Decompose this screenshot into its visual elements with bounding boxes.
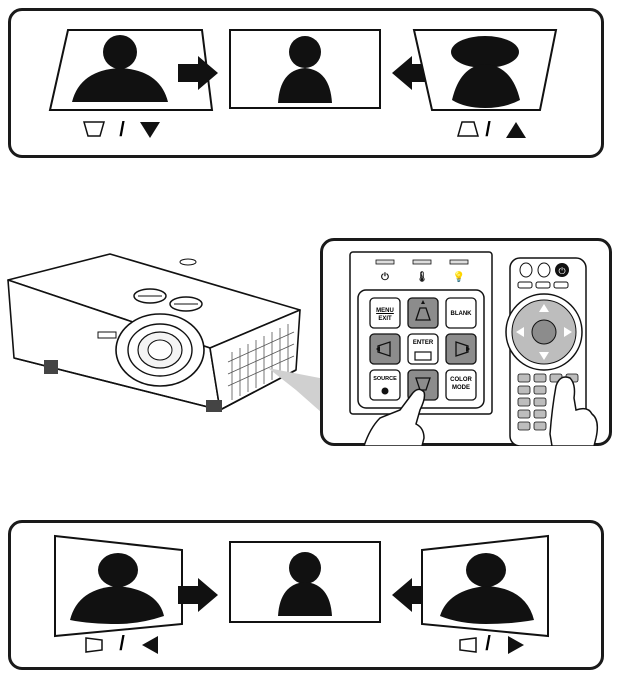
- hand-keypad: [363, 388, 426, 446]
- power-icon: ⏻: [381, 271, 389, 283]
- blank-button[interactable]: [445, 297, 477, 329]
- source-button[interactable]: [369, 369, 401, 401]
- person-silhouette-wide-right: [440, 553, 534, 624]
- keystone-horizontal-illustration: [54, 534, 549, 654]
- remote-power-icon: [555, 263, 569, 277]
- projector-lens: [115, 313, 205, 387]
- power-indicator: [375, 259, 395, 265]
- person-silhouette-wide-top: [451, 36, 520, 108]
- keystone-left-glyph: [377, 341, 391, 357]
- menu-exit-button[interactable]: [369, 297, 401, 329]
- projector-foot-left: [44, 360, 58, 374]
- svg-text:⏻: ⏻: [558, 266, 565, 277]
- keystone-up-glyph: [415, 307, 431, 321]
- remote-button-a: [519, 262, 533, 278]
- hand-remote: [549, 376, 599, 446]
- blank-label: BLANK: [450, 311, 472, 317]
- slash-separator-top-right: /: [485, 119, 491, 141]
- help-icon: [381, 387, 389, 395]
- control-detail-illustration: ⏻ 🌡 💡 ⏻: [349, 251, 599, 446]
- keystone-vertical-illustration: [48, 29, 558, 138]
- thermometer-icon: 🌡: [416, 270, 429, 283]
- keystone-down-icon: [83, 121, 105, 137]
- keystone-left-icon: [85, 637, 103, 653]
- keystone-right-glyph: [455, 341, 469, 357]
- keystone-right-button[interactable]: [445, 333, 477, 365]
- temp-indicator: [412, 259, 432, 265]
- remote-enter: [531, 319, 557, 345]
- menu-label: MENU: [376, 308, 394, 314]
- exit-label: EXIT: [378, 316, 392, 322]
- keystone-left-button[interactable]: [369, 333, 401, 365]
- remote-control: ⏻: [505, 257, 587, 446]
- projector-vent: [227, 324, 295, 400]
- keystone-right-icon: [459, 637, 477, 653]
- arrow-right-icon-2: [178, 578, 218, 612]
- slash-separator-bottom-left: /: [119, 633, 125, 655]
- remote-button-b: [537, 262, 551, 278]
- enter-glyph: [414, 351, 432, 361]
- projector-foot-right: [206, 400, 222, 412]
- triangle-down-icon: [140, 122, 160, 138]
- slash-separator-top-left: /: [119, 119, 125, 141]
- keystone-up-icon: [457, 121, 479, 137]
- lamp-icon: 💡: [453, 270, 465, 283]
- enter-label: ENTER: [412, 340, 434, 346]
- color-label: COLOR: [450, 377, 472, 383]
- person-silhouette-wide-left: [70, 553, 164, 624]
- triangle-left-icon: [142, 636, 158, 654]
- keystone-down-glyph: [415, 377, 431, 391]
- mode-label: MODE: [452, 385, 470, 391]
- lamp-indicator: [449, 259, 469, 265]
- person-silhouette-wide: [72, 35, 168, 102]
- projector-illustration: [7, 253, 330, 420]
- slash-separator-bottom-right: /: [485, 633, 491, 655]
- person-silhouette-center-2: [278, 552, 332, 616]
- triangle-up-icon: [506, 122, 526, 138]
- color-mode-button[interactable]: [445, 369, 477, 401]
- arrow-right-icon: [178, 56, 218, 90]
- person-silhouette-center: [278, 36, 332, 103]
- source-label: SOURCE: [373, 376, 397, 382]
- triangle-right-icon: [508, 636, 524, 654]
